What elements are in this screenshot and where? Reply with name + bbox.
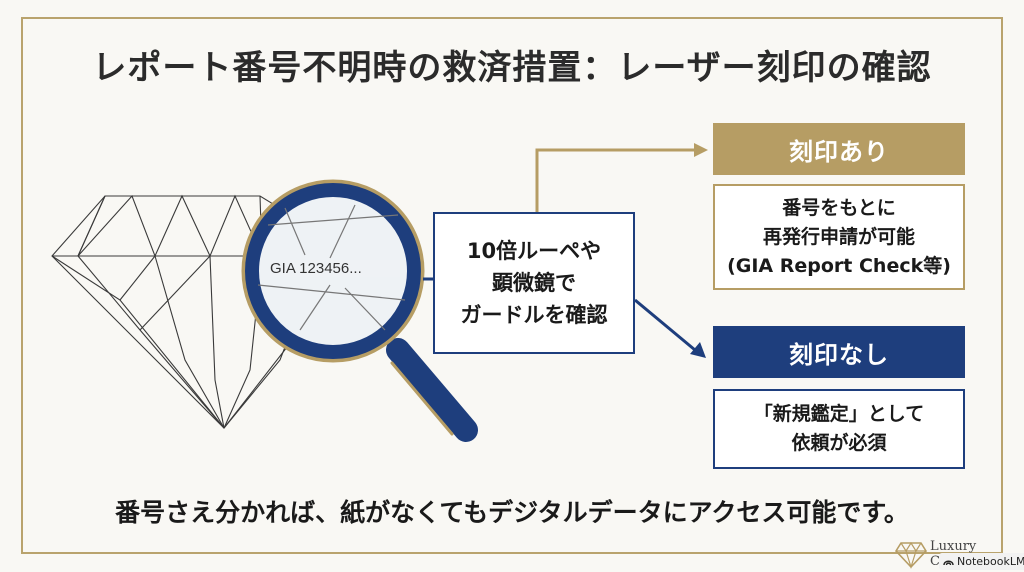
brand-line: C [930,554,940,569]
no-engraving-result-box: 「新規鑑定」として 依頼が必須 [713,389,965,469]
engraved-result-line: 番号をもとに [782,196,896,219]
diamond-logo-icon [894,541,928,569]
engraved-result-line: 再発行申請が可能 [762,225,915,248]
slide-title: レポート番号不明時の救済措置：レーザー刻印の確認 [92,48,932,88]
no-engraving-result-line: 「新規鑑定」として [753,403,925,425]
inspection-line: ガードルを確認 [460,303,608,327]
footer-note: 番号さえ分かれば、紙がなくてもデジタルデータにアクセス可能です。 [115,498,909,527]
engraved-result-line: (GIA Report Check等) [727,254,951,277]
no-engraving-badge: 刻印なし [713,326,965,378]
slide-frame [21,17,1003,554]
arrow-icon [423,143,708,358]
engraving-text: GIA 123456... [270,260,400,277]
inspection-line: 10倍ルーペや [466,239,602,263]
engraved-badge: 刻印あり [713,123,965,175]
watermark-text: NotebookLM [957,555,1024,568]
inspection-line: 顕微鏡で [492,271,576,295]
no-engraving-result-line: 依頼が必須 [791,432,887,454]
brand-logo: Luxury C [892,538,1024,572]
brand-line: Luxury [930,539,977,554]
notebooklm-watermark: NotebookLM [939,553,1024,570]
engraved-result-box: 番号をもとに 再発行申請が可能 (GIA Report Check等) [713,184,965,290]
notebooklm-icon [943,560,954,566]
inspection-step-box: 10倍ルーペや 顕微鏡で ガードルを確認 [433,212,635,354]
